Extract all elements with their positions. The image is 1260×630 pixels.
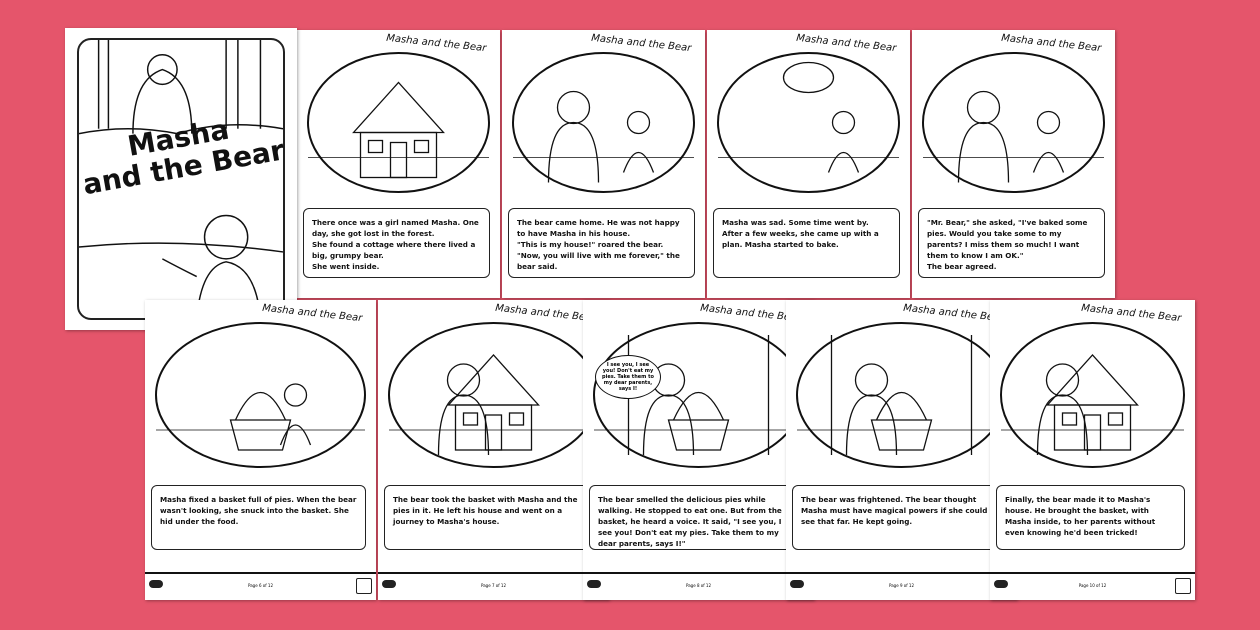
- story-page: Masha and the Bear Masha fixed a basket …: [145, 300, 376, 600]
- page-number: Page 7 of 12: [481, 583, 506, 588]
- scene-illustration: [796, 322, 1007, 468]
- scene-illustration: [307, 52, 490, 193]
- scene-illustration: [388, 322, 599, 468]
- illustration: [153, 320, 368, 470]
- story-text: The bear came home. He was not happy to …: [517, 218, 680, 238]
- story-page: Masha and the Bear The bear took the bas…: [378, 300, 609, 600]
- publisher-logo: [994, 580, 1008, 588]
- story-text: "This is my house!" roared the bear. "No…: [517, 240, 680, 271]
- story-page: Masha and the Bear "Mr. Bear," she asked…: [912, 30, 1115, 298]
- story-text-box: There once was a girl named Masha. One d…: [303, 208, 490, 278]
- story-page: Masha and the Bear There once was a girl…: [297, 30, 500, 298]
- page-footer: Page 6 of 12: [145, 572, 376, 600]
- page-footer: Page 8 of 12: [583, 572, 814, 600]
- story-text: The bear was frightened. The bear though…: [801, 495, 988, 526]
- publisher-logo: [382, 580, 396, 588]
- story-page: Masha and the Bear Masha was sad. Some t…: [707, 30, 910, 298]
- cover-page: Masha and the Bear: [65, 28, 297, 330]
- story-text: The bear took the basket with Masha and …: [393, 495, 578, 526]
- scene-illustration: [512, 52, 695, 193]
- story-page: Masha and the Bear I see you, I see you!…: [583, 300, 814, 600]
- illustration: [920, 50, 1107, 200]
- page-footer: Page 7 of 12: [378, 572, 609, 600]
- page-footer: Page 10 of 12: [990, 572, 1195, 600]
- illustration: [510, 50, 697, 200]
- story-text-box: Finally, the bear made it to Masha's hou…: [996, 485, 1185, 550]
- story-text: She went inside.: [312, 262, 380, 271]
- story-text: There once was a girl named Masha. One d…: [312, 218, 479, 238]
- story-text: Finally, the bear made it to Masha's hou…: [1005, 495, 1156, 537]
- page-number: Page 8 of 12: [686, 583, 711, 588]
- brand-icon: [356, 578, 372, 594]
- illustration: [305, 50, 492, 200]
- story-text: "Mr. Bear," she asked, "I've baked some …: [927, 218, 1088, 260]
- illustration: [715, 50, 902, 200]
- illustration: [386, 320, 601, 470]
- story-text: The bear agreed.: [927, 262, 997, 271]
- story-page: Masha and the Bear Finally, the bear mad…: [990, 300, 1195, 600]
- scene-illustration: [922, 52, 1105, 193]
- story-text-box: The bear took the basket with Masha and …: [384, 485, 599, 550]
- story-text: Masha was sad. Some time went by. After …: [722, 218, 879, 249]
- story-text-box: "Mr. Bear," she asked, "I've baked some …: [918, 208, 1105, 278]
- story-text-box: The bear was frightened. The bear though…: [792, 485, 1007, 550]
- publisher-logo: [149, 580, 163, 588]
- page-number: Page 6 of 12: [248, 583, 273, 588]
- scene-illustration: [155, 322, 366, 468]
- story-text: She found a cottage where there lived a …: [312, 240, 476, 260]
- story-text: The bear smelled the delicious pies whil…: [598, 495, 782, 548]
- brand-icon: [1175, 578, 1191, 594]
- story-page: Masha and the Bear The bear was frighten…: [786, 300, 1017, 600]
- story-text: Masha fixed a basket full of pies. When …: [160, 495, 357, 526]
- illustration: [794, 320, 1009, 470]
- page-number: Page 10 of 12: [1078, 583, 1107, 588]
- publisher-logo: [587, 580, 601, 588]
- page-footer: Page 9 of 12: [786, 572, 1017, 600]
- scene-illustration: [1000, 322, 1185, 468]
- story-text-box: Masha was sad. Some time went by. After …: [713, 208, 900, 278]
- story-text-box: Masha fixed a basket full of pies. When …: [151, 485, 366, 550]
- publisher-logo: [790, 580, 804, 588]
- story-text-box: The bear came home. He was not happy to …: [508, 208, 695, 278]
- illustration: [998, 320, 1187, 470]
- page-number: Page 9 of 12: [889, 583, 914, 588]
- speech-bubble: I see you, I see you! Don't eat my pies.…: [595, 355, 661, 399]
- story-page: Masha and the Bear The bear came home. H…: [502, 30, 705, 298]
- scene-illustration: [717, 52, 900, 193]
- story-text-box: The bear smelled the delicious pies whil…: [589, 485, 804, 550]
